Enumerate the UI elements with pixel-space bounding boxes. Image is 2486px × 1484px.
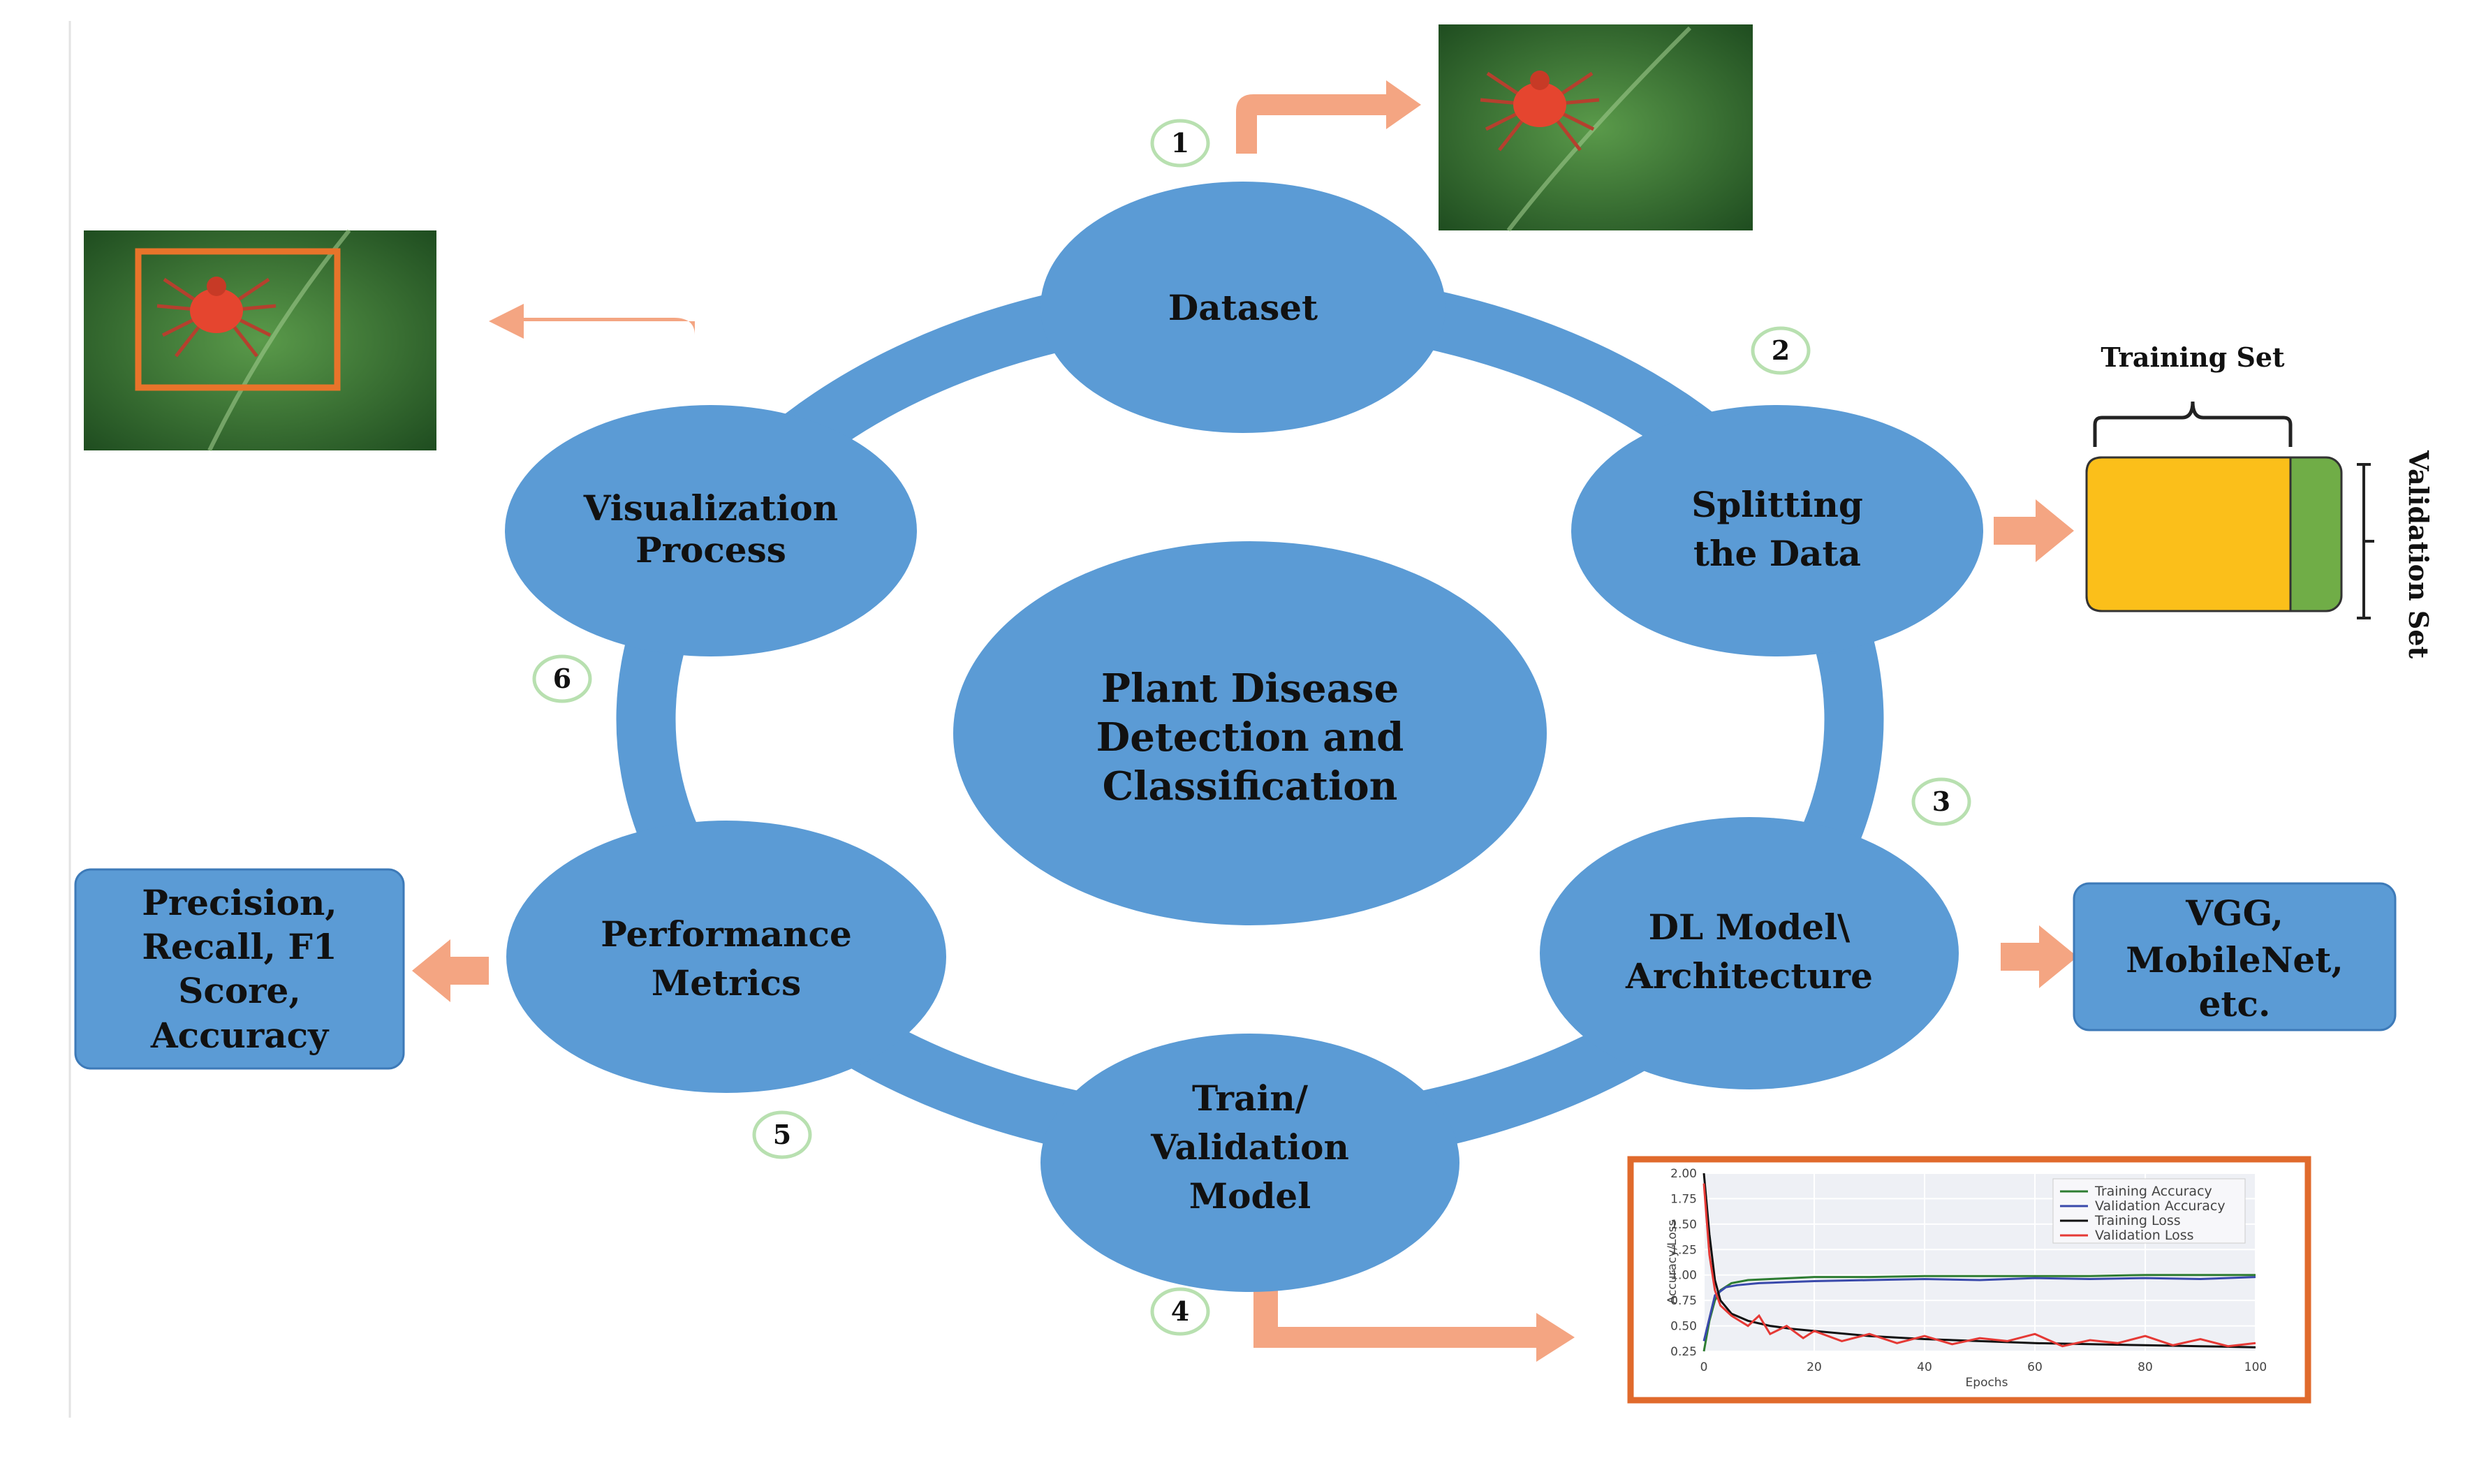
- y-tick-label: 1.25: [1670, 1243, 1697, 1257]
- validation-set-brace: [2357, 463, 2374, 619]
- architectures-line-2: MobileNet,: [2126, 939, 2343, 980]
- chart-x-ticks: 0 20 40 60 80 100: [1700, 1360, 2267, 1374]
- arrow-to-dataset-photo: [1236, 80, 1421, 154]
- mite-icon: [156, 277, 277, 358]
- center-line-1: Plant Disease: [1101, 666, 1399, 712]
- metrics-label-1: Performance: [601, 913, 852, 955]
- architectures-line-3: etc.: [2199, 983, 2271, 1024]
- x-tick-label: 0: [1700, 1360, 1708, 1374]
- visualization-label-2: Process: [635, 529, 786, 571]
- arrow-to-metrics-box: [412, 939, 489, 1002]
- step-node-model: DL Model\ Architecture: [1540, 817, 1959, 1089]
- split-sets-graphic: Training Set Validation Set: [2085, 341, 2434, 659]
- metrics-line-4: Accuracy: [150, 1015, 330, 1056]
- model-label-1: DL Model\: [1649, 906, 1851, 948]
- train-label-3: Model: [1189, 1175, 1311, 1217]
- step-node-dataset: Dataset: [1040, 182, 1446, 433]
- step-node-splitting: Splitting the Data: [1571, 405, 1983, 656]
- y-tick-label: 2.00: [1670, 1167, 1697, 1181]
- chart-series: [1702, 1173, 2256, 1352]
- arrow-to-visualization-photo: [489, 304, 695, 374]
- y-tick-label: 1.75: [1670, 1192, 1697, 1206]
- legend-entry: Validation Accuracy: [2095, 1198, 2226, 1214]
- y-tick-label: 1.50: [1670, 1218, 1697, 1232]
- step-number-4: 4: [1150, 1287, 1210, 1336]
- legend-entry: Training Accuracy: [2094, 1184, 2212, 1199]
- svg-text:3: 3: [1932, 786, 1950, 817]
- svg-text:5: 5: [773, 1119, 791, 1150]
- arrow-to-training-chart: [1253, 1285, 1575, 1362]
- visualization-label-1: Visualization: [583, 487, 838, 529]
- y-tick-label: 0.75: [1670, 1294, 1697, 1308]
- chart-x-label: Epochs: [1966, 1376, 2008, 1390]
- x-tick-label: 80: [2138, 1360, 2153, 1374]
- center-line-2: Detection and: [1096, 714, 1404, 761]
- x-tick-label: 100: [2244, 1360, 2267, 1374]
- train-label-1: Train/: [1192, 1078, 1309, 1119]
- center-node: Plant Disease Detection and Classificati…: [953, 541, 1547, 925]
- train-label-2: Validation: [1150, 1126, 1349, 1168]
- chart-y-label: Accuracy/Loss: [1665, 1220, 1679, 1305]
- validation-set-label: Validation Set: [2403, 450, 2434, 659]
- training-set-bar: [2085, 456, 2292, 612]
- visualization-photo: [84, 229, 436, 452]
- step-node-visualization: Visualization Process: [505, 405, 917, 656]
- legend-entry: Training Loss: [2094, 1213, 2181, 1228]
- architectures-box: VGG, MobileNet, etc.: [2073, 882, 2397, 1031]
- dataset-photo: [1439, 24, 1753, 232]
- step-node-train: Train/ Validation Model: [1040, 1034, 1459, 1292]
- metrics-label-2: Metrics: [652, 962, 801, 1004]
- arrows: [412, 80, 2077, 1362]
- metrics-line-2: Recall, F1: [142, 926, 337, 967]
- step-number-2: 2: [1751, 326, 1811, 375]
- splitting-label-1: Splitting: [1691, 484, 1863, 525]
- step-number-3: 3: [1911, 777, 1971, 826]
- splitting-label-2: the Data: [1693, 533, 1861, 574]
- training-set-label: Training Set: [2101, 341, 2285, 373]
- training-set-brace: [2093, 401, 2293, 447]
- step-number-5: 5: [752, 1110, 812, 1159]
- training-chart: 0.25 0.50 0.75 1.00 1.25 1.50 1.75 2.00 0 20 40 60…: [1627, 1156, 2311, 1404]
- center-line-3: Classification: [1103, 763, 1398, 809]
- detection-box: [135, 248, 341, 391]
- x-tick-label: 20: [1807, 1360, 1822, 1374]
- y-tick-label: 1.00: [1670, 1269, 1697, 1283]
- series-line-validation-accuracy: [1702, 1276, 2256, 1342]
- x-tick-label: 40: [1917, 1360, 1932, 1374]
- arrow-to-architectures: [2001, 925, 2077, 988]
- series-line-validation-loss: [1702, 1183, 2256, 1348]
- legend-entry: Validation Loss: [2095, 1228, 2194, 1243]
- metrics-box: Precision, Recall, F1 Score, Accuracy: [74, 868, 405, 1070]
- y-tick-label: 0.50: [1670, 1320, 1697, 1334]
- step-number-6: 6: [532, 654, 592, 703]
- step-node-metrics: Performance Metrics: [506, 821, 946, 1093]
- legend-box: [2052, 1178, 2246, 1244]
- model-label-2: Architecture: [1625, 955, 1873, 997]
- y-tick-label: 0.25: [1670, 1345, 1697, 1359]
- svg-text:4: 4: [1171, 1295, 1189, 1327]
- architectures-line-1: VGG,: [2185, 892, 2283, 934]
- chart-y-ticks: 0.25 0.50 0.75 1.00 1.25 1.50 1.75 2.00: [1670, 1167, 1697, 1359]
- dataset-label: Dataset: [1168, 287, 1318, 328]
- step-number-1: 1: [1150, 119, 1210, 168]
- x-tick-label: 60: [2027, 1360, 2043, 1374]
- metrics-line-3: Score,: [178, 970, 300, 1011]
- mite-icon: [1480, 71, 1600, 152]
- metrics-line-1: Precision,: [142, 882, 337, 923]
- arrow-to-split-sets: [1994, 499, 2074, 562]
- svg-text:2: 2: [1772, 335, 1790, 366]
- svg-text:1: 1: [1171, 127, 1189, 159]
- svg-text:6: 6: [553, 663, 571, 694]
